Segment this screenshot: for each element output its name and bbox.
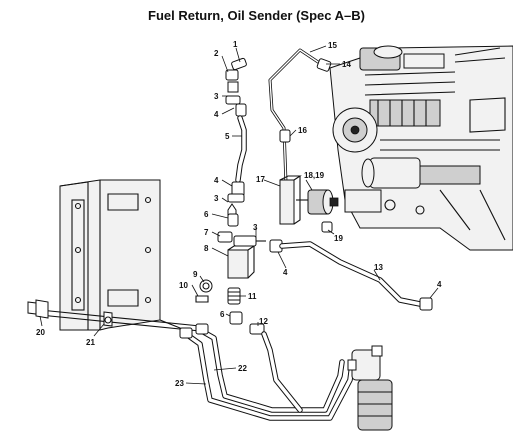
callout-23: 23 bbox=[175, 379, 184, 388]
diagram-title: Fuel Return, Oil Sender (Spec A–B) bbox=[148, 8, 365, 23]
callout-16: 16 bbox=[298, 126, 307, 135]
tee-assembly bbox=[195, 213, 266, 335]
callout-9: 9 bbox=[193, 270, 198, 279]
callout-1: 1 bbox=[233, 40, 238, 49]
callout-6: 6 bbox=[220, 310, 225, 319]
callout-4: 4 bbox=[214, 110, 219, 119]
callout-13: 13 bbox=[374, 263, 383, 272]
radiator-frame bbox=[59, 179, 186, 336]
callout-15: 15 bbox=[328, 41, 337, 50]
callout-5: 5 bbox=[225, 132, 230, 141]
callout-10: 10 bbox=[179, 281, 188, 290]
hoses-22-23 bbox=[179, 323, 355, 421]
return-line-upper bbox=[225, 57, 247, 221]
callout-20: 20 bbox=[36, 328, 45, 337]
leader-lines bbox=[39, 45, 439, 385]
fuel-tube bbox=[268, 48, 332, 186]
callout-19: 19 bbox=[334, 234, 343, 243]
callout-12: 12 bbox=[259, 317, 268, 326]
callout-2: 2 bbox=[214, 49, 219, 58]
engine-block bbox=[329, 45, 513, 251]
callout-3: 3 bbox=[253, 223, 258, 232]
sender-manifold bbox=[279, 175, 339, 233]
callout-18-19: 18,19 bbox=[304, 171, 325, 180]
callout-3: 3 bbox=[214, 194, 219, 203]
callout-4: 4 bbox=[283, 268, 288, 277]
callout-6: 6 bbox=[204, 210, 209, 219]
callout-11: 11 bbox=[248, 292, 257, 301]
callout-17: 17 bbox=[256, 175, 265, 184]
callout-3: 3 bbox=[214, 92, 219, 101]
bracket-rod bbox=[27, 299, 201, 332]
hose-13 bbox=[269, 239, 433, 311]
callout-8: 8 bbox=[204, 244, 209, 253]
callout-4: 4 bbox=[437, 280, 442, 289]
callout-4: 4 bbox=[214, 176, 219, 185]
callout-21: 21 bbox=[86, 338, 95, 347]
filter-housing bbox=[347, 345, 393, 431]
callout-labels: 1 2 3 4 5 4 3 6 7 3 8 9 10 11 6 12 13 4 … bbox=[36, 40, 442, 388]
callout-14: 14 bbox=[342, 60, 351, 69]
callout-22: 22 bbox=[238, 364, 247, 373]
callout-7: 7 bbox=[204, 228, 209, 237]
